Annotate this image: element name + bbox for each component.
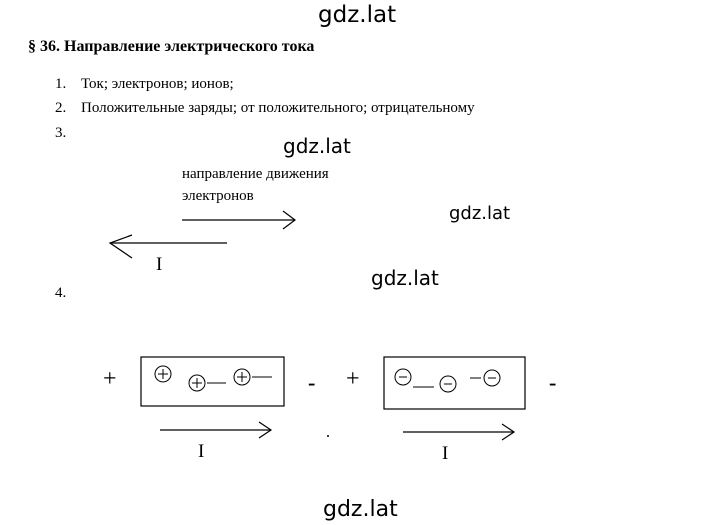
electron-direction-arrow <box>182 210 296 230</box>
watermark-top: gdz.lat <box>318 2 397 28</box>
electron-icon <box>439 375 481 393</box>
answer-item-4: 4. <box>55 285 81 302</box>
answer-item-3: 3. <box>55 125 81 142</box>
watermark-middle-3: gdz.lat <box>371 266 439 290</box>
section-heading: § 36. Направление электрического тока <box>28 38 315 55</box>
positive-terminal-left: + <box>103 366 117 392</box>
negative-terminal-left: - <box>308 370 315 395</box>
answer-text: Ток; электронов; ионов; <box>81 76 234 92</box>
positive-ion-icon <box>233 368 272 386</box>
positive-ion-icon <box>188 374 226 392</box>
conductor-box-left <box>140 356 285 407</box>
conductor-box-right <box>383 356 526 410</box>
electron-icon <box>483 369 501 387</box>
answer-item-1: 1. Ток; электронов; ионов; <box>55 76 234 93</box>
watermark-middle-2: gdz.lat <box>449 203 511 224</box>
answer-number: 1. <box>55 76 67 92</box>
current-arrow-right <box>403 423 516 441</box>
current-symbol-i-right: I <box>442 443 448 464</box>
electron-direction-label-line-2: электронов <box>182 188 254 204</box>
stray-dot <box>327 435 329 437</box>
watermark-bottom: gdz.lat <box>323 497 398 522</box>
watermark-middle-1: gdz.lat <box>283 134 351 158</box>
answer-number: 3. <box>55 125 67 141</box>
electron-icon <box>394 368 434 388</box>
answer-item-2: 2. Положительные заряды; от положительног… <box>55 100 475 117</box>
answer-text: Положительные заряды; от положительного;… <box>81 100 475 116</box>
electron-direction-label-line-1: направление движения <box>182 166 329 182</box>
answer-number: 4. <box>55 285 67 301</box>
current-direction-arrow <box>108 234 227 259</box>
current-arrow-left <box>160 421 273 439</box>
negative-terminal-right: - <box>549 370 556 395</box>
electron-direction-label: направление движения электронов <box>182 163 329 207</box>
positive-ion-icon <box>154 365 172 383</box>
current-symbol-i: I <box>156 254 162 275</box>
positive-terminal-right: + <box>346 366 360 392</box>
answer-number: 2. <box>55 100 67 116</box>
current-symbol-i-left: I <box>198 441 204 462</box>
